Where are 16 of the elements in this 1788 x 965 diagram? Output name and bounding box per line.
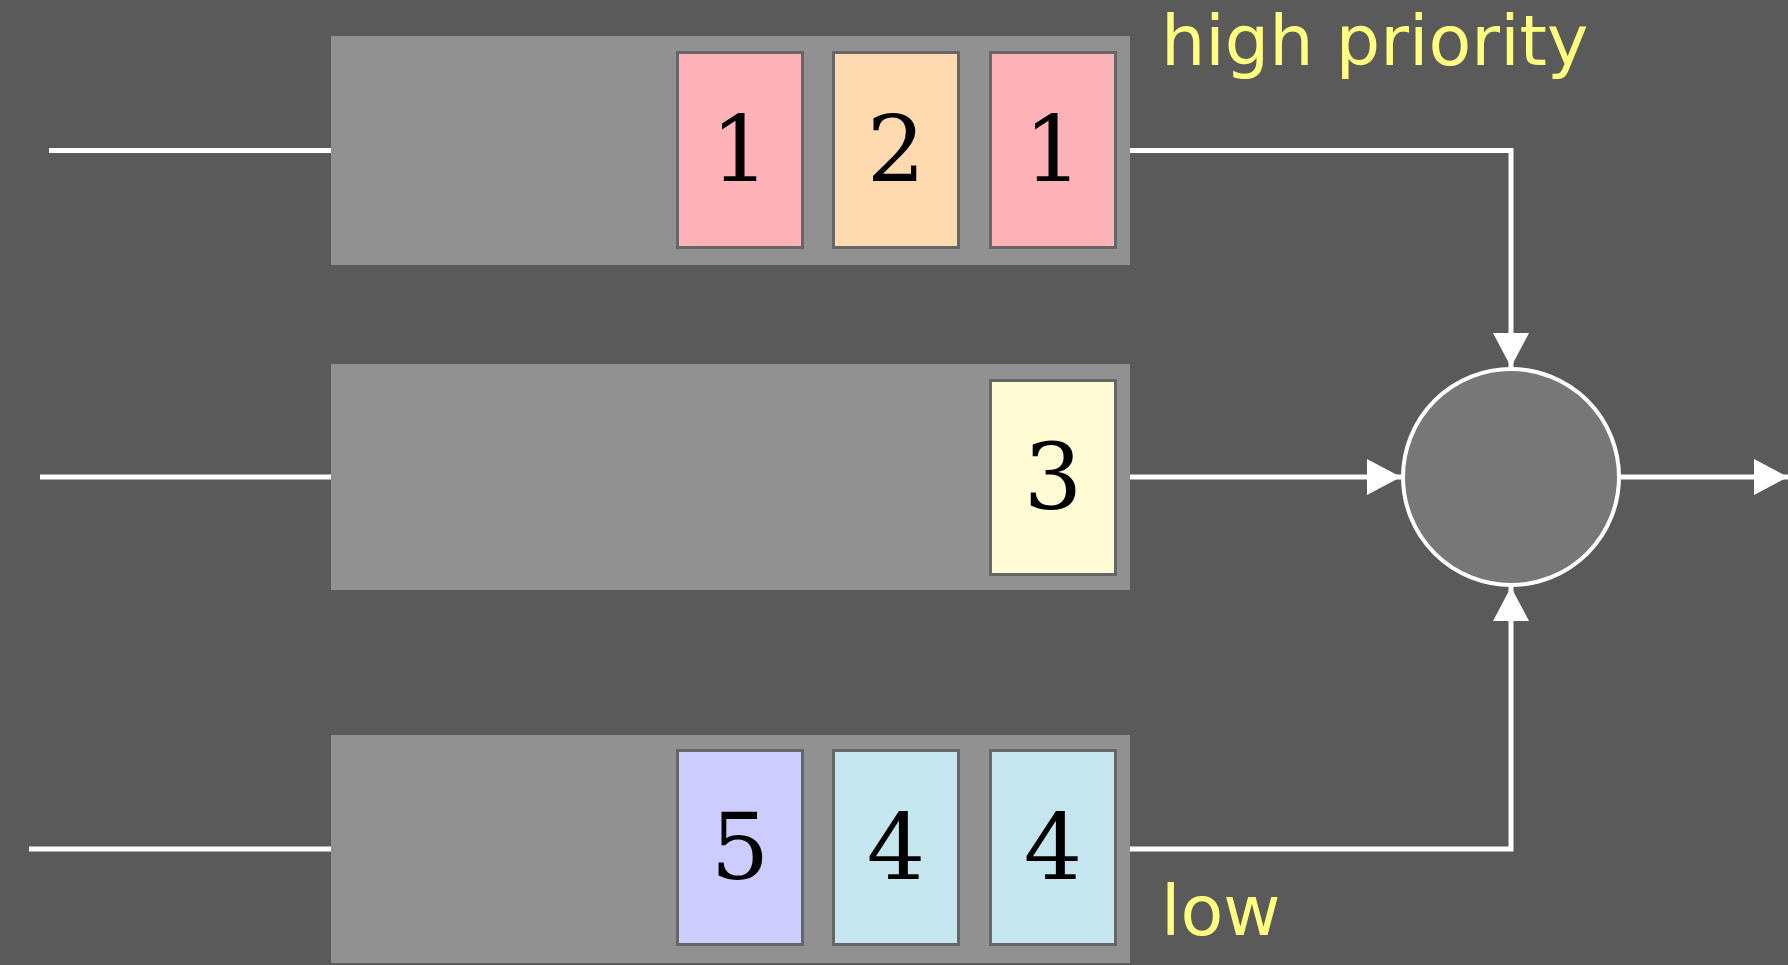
queue-box: [331, 36, 1130, 265]
connector-arrow: [1130, 148, 1529, 367]
queue-item: 3: [989, 379, 1117, 576]
queue-box: [331, 364, 1130, 590]
queue-box: [331, 735, 1130, 963]
queue-item: 4: [989, 749, 1117, 946]
queue-item: 1: [676, 51, 804, 249]
connector-arrow: [1130, 587, 1529, 852]
queue-item: 1: [989, 51, 1117, 249]
priority-label: low: [1161, 876, 1281, 946]
queue-item: 4: [832, 749, 960, 946]
queue-item: 5: [676, 749, 804, 946]
connector-arrow: [1130, 459, 1401, 495]
queue-item: 2: [832, 51, 960, 249]
connector-arrow: [1621, 459, 1788, 495]
merge-circle: [1401, 367, 1621, 587]
